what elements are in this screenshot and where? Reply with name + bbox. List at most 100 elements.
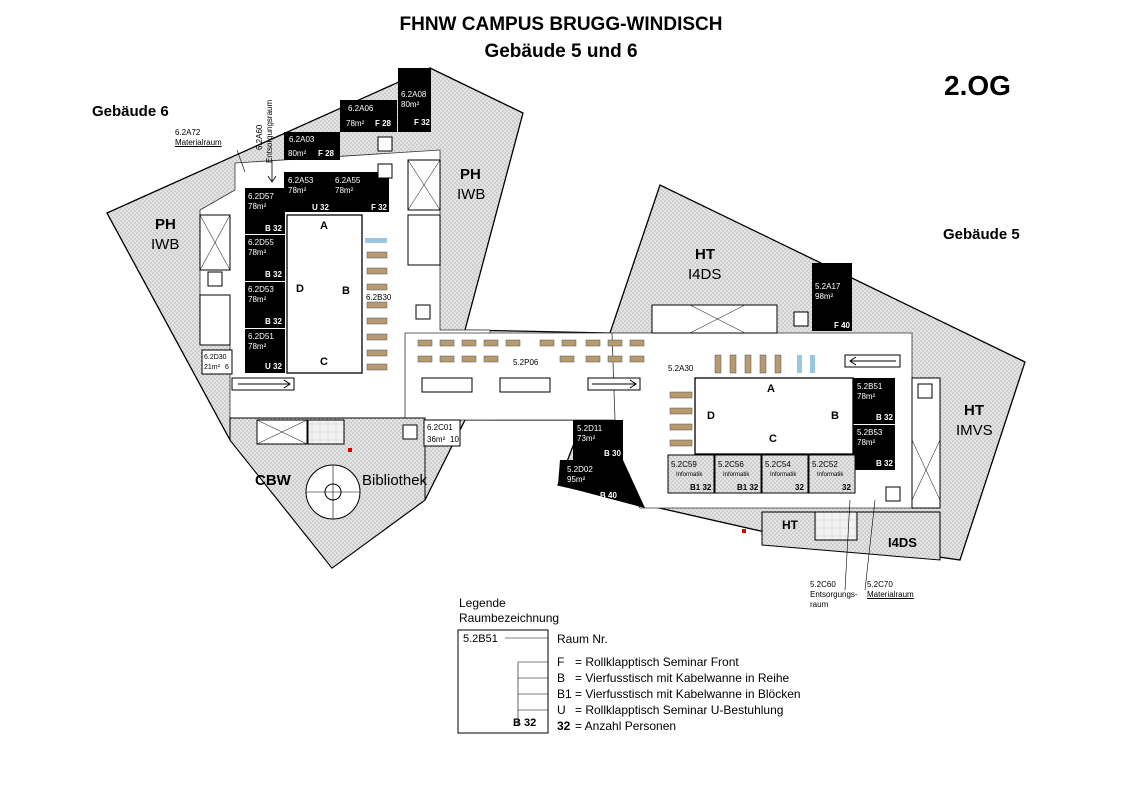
legend-ticks	[518, 661, 548, 711]
zone-ph-left-top: PH	[155, 216, 176, 233]
atrium-5-c: C	[769, 433, 777, 445]
room-6A06-id: 6.2A06	[348, 104, 374, 113]
room-5D11-code: B 30	[604, 449, 621, 458]
room-6D55-code: B 32	[265, 270, 282, 279]
label-6A72-text: Materialraum	[175, 138, 222, 147]
room-6D57-code: B 32	[265, 224, 282, 233]
room-6D51	[245, 329, 285, 373]
legend-text: = Vierfusstisch mit Kabelwanne in Reihe	[575, 671, 790, 685]
marker-red	[348, 448, 352, 452]
label-5C60-text: Entsorgungs-	[810, 590, 858, 599]
atrium-6	[286, 214, 363, 374]
room-6D53	[245, 282, 285, 328]
label-5C70: 5.2C70	[867, 580, 893, 589]
zone-ht-right-bottom: IMVS	[956, 422, 993, 439]
legend-item: 32= Anzahl Personen	[557, 719, 676, 733]
room-6D53-area: 78m²	[248, 295, 267, 304]
room-6A53-id: 6.2A53	[288, 176, 314, 185]
stair-cross	[407, 159, 441, 211]
leader-6A72	[236, 149, 246, 173]
label-5P06: 5.2P06	[513, 358, 539, 367]
room-6D53-id: 6.2D53	[248, 285, 274, 294]
room-6A08-code: F 32	[414, 118, 431, 127]
building-6-label: Gebäude 6	[92, 103, 169, 120]
desk-group-5P06	[417, 339, 645, 363]
room-5D02	[558, 460, 645, 508]
stair-cross	[911, 439, 941, 501]
stair-cross	[689, 304, 746, 334]
room-6A53	[284, 172, 332, 212]
room-6C01-area: 36m²	[427, 435, 446, 444]
room-5A17	[812, 263, 852, 331]
atrium-5	[694, 377, 854, 455]
atrium-6-a: A	[320, 220, 328, 232]
legend-subtitle: Raumbezeichnung	[459, 611, 560, 625]
leader-5C70	[864, 499, 876, 591]
zone-ph-left-bottom: IWB	[151, 236, 180, 253]
legend-item: B1= Vierfusstisch mit Kabelwanne in Blöc…	[557, 687, 801, 701]
window-bench	[810, 355, 815, 373]
restroom-icon-5-top	[793, 311, 809, 327]
room-6A53-code: U 32	[312, 203, 329, 212]
room-5C59	[667, 454, 715, 494]
zone-ph-center-top: PH	[460, 166, 481, 183]
room-6A03-id: 6.2A03	[289, 135, 315, 144]
map-title: FHNW CAMPUS BRUGG-WINDISCH	[399, 14, 723, 35]
label-5A30: 5.2A30	[668, 364, 694, 373]
room-5D02-code: B 40	[600, 491, 617, 500]
zone-ht-right-top: HT	[964, 402, 984, 419]
legend-text: Raum Nr.	[557, 632, 608, 646]
room-5C54	[761, 454, 809, 494]
room-5B51	[853, 378, 895, 424]
room-6D51-area: 78m²	[248, 342, 267, 351]
restroom-icon-6-center	[415, 304, 431, 320]
legend-sample-code: B 32	[513, 717, 537, 729]
room-6D53-code: B 32	[265, 317, 282, 326]
room-6D30	[201, 349, 233, 375]
room-6D55-id: 6.2D55	[248, 238, 274, 247]
accessible-icon-6	[377, 163, 393, 179]
restroom-icon-5-right	[917, 383, 933, 399]
room-5D11-area: 73m²	[577, 434, 596, 443]
legend-sample-id: 5.2B51	[463, 633, 498, 645]
label-6A60: 6.2A60	[255, 124, 264, 150]
legend-text: = Rollklapptisch Seminar Front	[575, 655, 739, 669]
counter	[499, 377, 551, 393]
window-bench	[797, 355, 802, 373]
leader-6A60	[267, 160, 277, 183]
room-5B53-code: B 32	[876, 459, 893, 468]
room-6A08	[398, 68, 431, 132]
room-6A03	[284, 132, 340, 160]
room-6A08-id: 6.2A08	[401, 90, 427, 99]
window-bench	[365, 238, 387, 243]
legend-text: = Rollklapptisch Seminar U-Bestuhlung	[575, 703, 784, 717]
room-6C01	[423, 419, 461, 447]
room-5A17-code: F 40	[834, 321, 851, 330]
zone-ht-center-top: HT	[695, 246, 715, 263]
elevator-lower	[814, 511, 858, 541]
zone-i4ds-small: I4DS	[888, 535, 917, 550]
room-6A53-area: 78m²	[288, 186, 307, 195]
atrium-5-b: B	[831, 410, 839, 422]
room-5C54-sub: Informatik	[770, 472, 797, 478]
label-5C60: 5.2C60	[810, 580, 836, 589]
room-5C56-code: B1 32	[737, 483, 759, 492]
building-5-label: Gebäude 5	[943, 226, 1020, 243]
atrium-6-b: B	[342, 285, 350, 297]
map-subtitle: Gebäude 5 und 6	[484, 41, 638, 62]
room-6D51-code: U 32	[265, 362, 282, 371]
zone-ht-small: HT	[782, 518, 798, 532]
room-5C52	[808, 454, 856, 494]
legend-text: = Vierfusstisch mit Kabelwanne in Blöcke…	[575, 687, 801, 701]
atrium-6-c: C	[320, 356, 328, 368]
counter	[421, 377, 473, 393]
room-5C56-id: 5.2C56	[718, 460, 744, 469]
accessible-icon-6-top	[377, 136, 393, 152]
legend-key: 32	[557, 719, 571, 733]
room-6D30-id: 6.2D30	[204, 354, 227, 361]
room-6A55-code: F 32	[371, 203, 388, 212]
room-6D55-area: 78m²	[248, 248, 267, 257]
room-5C52-id: 5.2C52	[812, 460, 838, 469]
label-6A60-text: Entsorgungsraum	[265, 99, 274, 163]
legend-box	[457, 629, 549, 734]
